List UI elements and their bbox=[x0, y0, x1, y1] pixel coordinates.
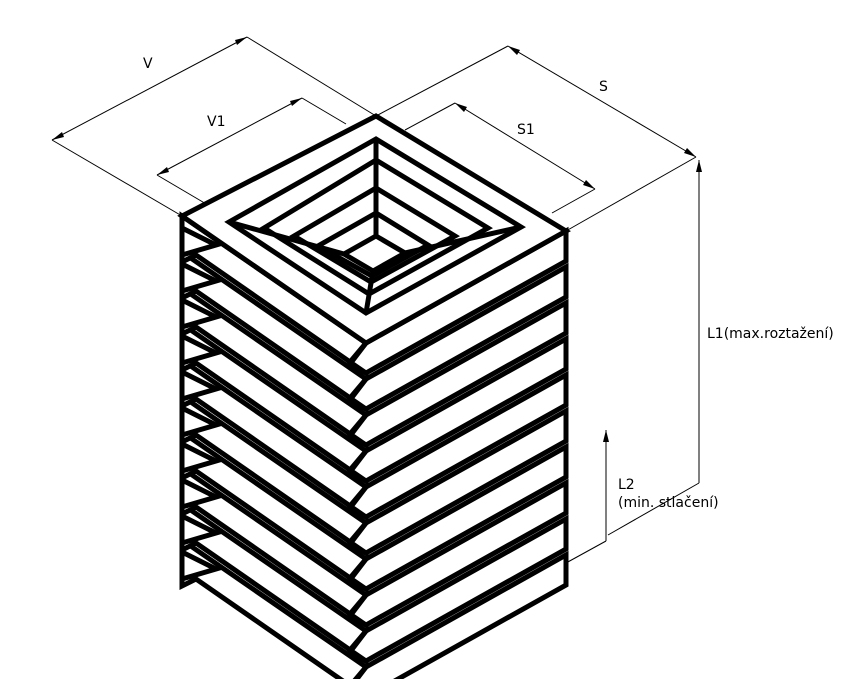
pleat-fold-left bbox=[180, 333, 223, 366]
corner-line-left bbox=[228, 219, 345, 257]
label-v: V bbox=[143, 56, 153, 72]
pleat-fold-front bbox=[346, 593, 368, 628]
pleat-fold-left bbox=[180, 477, 223, 510]
l1-ext-bottom bbox=[607, 482, 700, 536]
l2-ext-bottom bbox=[565, 540, 607, 564]
pleat-fold-front bbox=[346, 557, 368, 592]
pleat-fold-left bbox=[180, 297, 223, 330]
bellows-pleats bbox=[179, 211, 569, 684]
v-arrow-right bbox=[235, 37, 247, 45]
dimension-arrows bbox=[52, 37, 702, 442]
pleat-fold-left bbox=[180, 405, 223, 438]
pleat-right-face bbox=[349, 550, 569, 684]
pleat-fold-left bbox=[180, 441, 223, 474]
label-v1: V1 bbox=[207, 114, 225, 130]
s-dim-line bbox=[507, 45, 697, 158]
pleat-fold-front bbox=[346, 413, 368, 448]
pleat-fold-front bbox=[346, 485, 368, 520]
s1-arrow-left bbox=[455, 103, 467, 112]
v-dim-line bbox=[51, 36, 248, 141]
s-arrow-right bbox=[684, 148, 696, 157]
pleat-fold-left bbox=[180, 549, 223, 582]
l1-arrow-top bbox=[696, 160, 702, 172]
pleat-fold-front bbox=[346, 521, 368, 556]
pleat-fold-left bbox=[180, 369, 223, 402]
v1-arrow-left bbox=[157, 167, 169, 175]
pleat-fold-left bbox=[180, 513, 223, 546]
top-opening bbox=[177, 113, 571, 346]
pleat-fold-front bbox=[348, 665, 368, 684]
pleat-fold-front bbox=[346, 629, 368, 664]
pleat-fold-left bbox=[180, 261, 223, 294]
v-arrow-left bbox=[52, 132, 64, 140]
v-ext-left bbox=[51, 139, 183, 217]
label-l2-line1: L2 bbox=[618, 477, 635, 493]
label-l2-line2: (min. stlačení) bbox=[618, 495, 719, 511]
dimension-lines bbox=[51, 36, 700, 564]
v1-arrow-right bbox=[290, 98, 302, 106]
s-ext-left bbox=[375, 45, 509, 117]
v1-ext-right bbox=[301, 97, 347, 125]
label-l1: L1(max.roztažení) bbox=[707, 326, 834, 342]
label-s1: S1 bbox=[517, 122, 535, 138]
s1-arrow-right bbox=[583, 180, 595, 189]
s1-ext-right bbox=[551, 188, 596, 214]
v1-dim-line bbox=[156, 97, 303, 176]
pleat-fold-left bbox=[180, 225, 223, 258]
v-ext-right bbox=[246, 36, 377, 117]
l2-arrow-top bbox=[603, 430, 609, 442]
label-s: S bbox=[599, 79, 608, 95]
s1-dim-line bbox=[454, 102, 596, 190]
pleat-fold-front bbox=[346, 341, 368, 376]
s-ext-right bbox=[565, 156, 697, 232]
s-arrow-left bbox=[508, 46, 520, 55]
pleat-fold-front bbox=[346, 449, 368, 484]
pleat-fold-front bbox=[346, 377, 368, 412]
corner-line-right bbox=[404, 224, 522, 256]
s1-ext-left bbox=[404, 102, 456, 131]
corner-line-bottom bbox=[363, 270, 376, 314]
